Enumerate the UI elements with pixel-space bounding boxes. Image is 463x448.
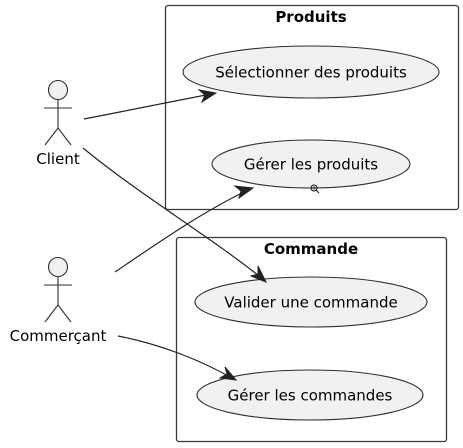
- usecase-select-label: Sélectionner des produits: [215, 64, 407, 82]
- association-client-select-arrowhead: [197, 89, 218, 104]
- association-commercant-gerer-produits-arrowhead: [233, 185, 255, 200]
- usecase-select[interactable]: Sélectionner des produits: [182, 45, 440, 99]
- usecase-gerer-produits[interactable]: Gérer les produits: [211, 139, 411, 189]
- usecase-valider-label: Valider une commande: [224, 294, 397, 312]
- association-commercant-gerer-commandes-line: [117, 335, 233, 379]
- association-commercant-gerer-commandes-arrowhead: [218, 366, 238, 381]
- association-client-select: [83, 89, 218, 120]
- association-commercant-gerer-commandes: [117, 335, 238, 381]
- usecase-gerer-commandes[interactable]: Gérer les commandes: [196, 369, 424, 421]
- association-client-select-line: [83, 93, 212, 120]
- association-client-valider-arrowhead: [249, 265, 268, 283]
- usecase-valider-ellipse[interactable]: [194, 276, 428, 328]
- actor-commercant-label: Commerçant: [10, 327, 107, 345]
- usecase-valider[interactable]: Valider une commande: [194, 276, 428, 328]
- usecase-gerer-commandes-label: Gérer les commandes: [228, 387, 393, 405]
- actor-client-figure: [44, 79, 72, 146]
- package-produits-title: Produits: [275, 8, 346, 26]
- zoom-in-cursor-icon: [310, 184, 320, 194]
- actor-client[interactable]: Client: [36, 79, 80, 169]
- association-client-valider: [82, 147, 268, 283]
- association-commercant-gerer-produits-line: [114, 188, 251, 273]
- association-commercant-gerer-produits: [114, 185, 255, 273]
- usecase-select-ellipse[interactable]: [182, 45, 440, 99]
- actor-commercant-figure: [44, 256, 72, 323]
- association-client-valider-line: [82, 147, 265, 281]
- actor-client-label: Client: [36, 150, 80, 168]
- usecase-gerer-produits-label: Gérer les produits: [244, 156, 378, 174]
- usecase-gerer-commandes-ellipse[interactable]: [196, 369, 424, 421]
- package-commande-title: Commande: [264, 240, 358, 258]
- actor-commercant[interactable]: Commerçant: [10, 256, 107, 346]
